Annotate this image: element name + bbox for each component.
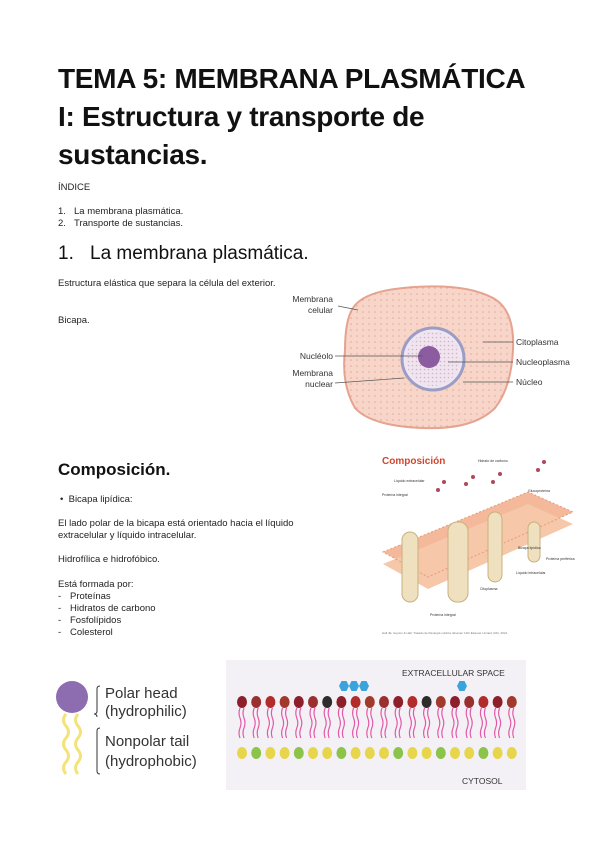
- bilayer-head-bottom: [265, 747, 276, 759]
- bilayer-head-top: [435, 696, 446, 708]
- label-bicapa: Bicapa lipídica: [518, 546, 541, 550]
- bilayer-head-top: [265, 696, 276, 708]
- bilayer-head-bottom: [450, 747, 460, 759]
- bilayer-head-bottom: [279, 747, 290, 759]
- bilayer-head-top: [464, 696, 475, 708]
- label-membrana-nuclear-2: nuclear: [305, 379, 333, 389]
- label-proteina-integral: Proteína integral: [382, 493, 408, 497]
- bilayer-head-bottom: [293, 747, 304, 759]
- label-hidrato: Hidrato de carbono: [478, 459, 508, 463]
- bilayer-head-bottom: [435, 747, 446, 759]
- bilayer-head-top: [393, 696, 404, 708]
- bilayer-head-bottom: [421, 747, 432, 759]
- bilayer-head-bottom: [506, 747, 517, 759]
- bilayer-head-top: [279, 696, 290, 708]
- label-extracellular: EXTRACELLULAR SPACE: [402, 668, 505, 678]
- bilayer-head-top: [421, 696, 432, 708]
- label-membrana-nuclear-1: Membrana: [292, 368, 333, 378]
- section-description: Estructura elástica que separa la célula…: [58, 278, 276, 289]
- label-citoplasma: Citoplasma: [516, 337, 559, 347]
- figure-caption: Hall JE. Guyton & Hall. Tratado de fisio…: [382, 631, 508, 635]
- label-nucleoplasma: Nucleoplasma: [516, 357, 570, 367]
- cell-diagram: Membrana celular Nucléolo Membrana nucle…: [292, 285, 570, 430]
- label-proteina-integral-2: Proteína integral: [430, 613, 456, 617]
- lipid-bilayer-diagram: EXTRACELLULAR SPACE CYTOSOL: [226, 660, 526, 790]
- composicion-paragraph-3: Está formada por:: [58, 579, 134, 590]
- bilayer-head-top: [237, 696, 247, 708]
- label-membrana-celular-2: celular: [308, 305, 333, 315]
- bilayer-head-top: [478, 696, 489, 708]
- composicion-heading: Composición.: [58, 460, 171, 479]
- phospholipid-diagram: Polar head (hydrophilic) Nonpolar tail (…: [56, 681, 197, 775]
- membrane-figure-title: Composición: [382, 456, 445, 467]
- composicion-paragraph-2: Hidrofílica e hidrofóbico.: [58, 554, 160, 565]
- nucleolus-shape: [418, 346, 440, 368]
- page-title: TEMA 5: MEMBRANA PLASMÁTICA I: Estructur…: [58, 63, 525, 170]
- label-glucoproteina: Glucoproteína: [528, 489, 550, 493]
- label-citoplasma-fig: Citoplasma: [480, 587, 498, 591]
- carbohydrate-hexagon: [339, 681, 349, 691]
- membrane-composition-diagram: Composición Hidrato de carbono Líquido e…: [381, 456, 575, 635]
- composicion-paragraph: El lado polar de la bicapa está orientad…: [58, 518, 294, 541]
- bilayer-head-bottom: [464, 747, 475, 759]
- bilayer-head-bottom: [251, 747, 262, 759]
- bilayer-head-top: [492, 696, 503, 708]
- index-list: 1.La membrana plasmática. 2.Transporte d…: [58, 206, 183, 230]
- bilayer-head-bottom: [237, 747, 247, 759]
- label-membrana-celular-1: Membrana: [292, 294, 333, 304]
- composicion-list: -Proteínas -Hidratos de carbono -Fosfolí…: [58, 591, 156, 639]
- bilayer-head-bottom: [478, 747, 489, 759]
- bilayer-head-top: [293, 696, 304, 708]
- label-nonpolar-tail: Nonpolar tail: [105, 733, 189, 750]
- bilayer-head-top: [308, 696, 318, 708]
- label-cytosol: CYTOSOL: [462, 776, 503, 786]
- bilayer-head-bottom: [379, 747, 389, 759]
- bilayer-head-top: [450, 696, 460, 708]
- bilayer-head-bottom: [350, 747, 361, 759]
- bilayer-head-bottom: [492, 747, 503, 759]
- bullet-icon: •: [60, 494, 64, 505]
- carbohydrate-hexagon: [359, 681, 369, 691]
- index-heading: ÍNDICE: [58, 182, 91, 193]
- carbohydrate-hexagon: [457, 681, 467, 691]
- bilayer-head-bottom: [322, 747, 333, 759]
- bilayer-heads: [237, 681, 517, 759]
- bullet-item: • Bicapa lipídica:: [60, 494, 133, 505]
- bicapa-text: Bicapa.: [58, 315, 90, 326]
- label-nucleo: Núcleo: [516, 377, 543, 387]
- list-item: -Hidratos de carbono: [58, 603, 156, 614]
- bilayer-head-top: [407, 696, 418, 708]
- bilayer-head-top: [251, 696, 262, 708]
- bilayer-head-top: [336, 696, 347, 708]
- index-item: 2.Transporte de sustancias.: [58, 218, 183, 229]
- bilayer-head-bottom: [393, 747, 404, 759]
- label-hydrophobic: (hydrophobic): [105, 753, 197, 770]
- bilayer-head-top: [506, 696, 517, 708]
- list-item: -Proteínas: [58, 591, 111, 602]
- bilayer-head-bottom: [336, 747, 347, 759]
- label-nucleolo: Nucléolo: [300, 351, 333, 361]
- label-hydrophilic: (hydrophilic): [105, 703, 187, 720]
- list-item: -Fosfolípidos: [58, 615, 122, 626]
- bilayer-head-top: [364, 696, 375, 708]
- bilayer-head-top: [350, 696, 361, 708]
- label-polar-head: Polar head: [105, 685, 178, 702]
- list-item: -Colesterol: [58, 627, 113, 638]
- index-item: 1.La membrana plasmática.: [58, 206, 184, 217]
- polar-head-shape: [56, 681, 88, 713]
- label-proteina-periferica: Proteína periférica: [546, 557, 575, 561]
- bilayer-head-bottom: [407, 747, 418, 759]
- bilayer-head-top: [379, 696, 389, 708]
- bilayer-head-top: [322, 696, 333, 708]
- label-liquido-extra: Líquido extracelular: [394, 479, 425, 483]
- label-liquido-intra: Líquido intracelular: [516, 571, 546, 575]
- bilayer-head-bottom: [308, 747, 318, 759]
- carbohydrate-hexagon: [349, 681, 359, 691]
- section-heading: 1.La membrana plasmática.: [58, 243, 309, 264]
- bilayer-head-bottom: [364, 747, 375, 759]
